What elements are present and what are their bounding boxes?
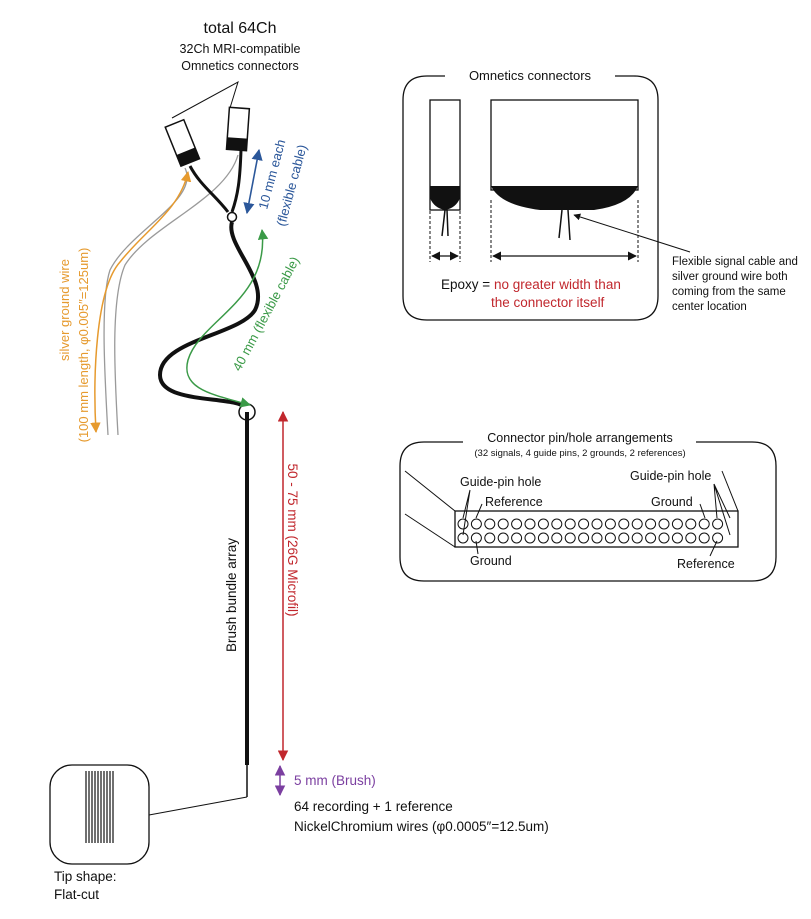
connector-right	[225, 106, 251, 152]
forty-mm-label: 40 mm (flexible cable)	[229, 254, 302, 373]
microfil-label: 50 - 75 mm (26G Microfil)	[285, 463, 300, 616]
tip-shape-inset	[49, 764, 150, 865]
header-subtitle-1: 32Ch MRI-compatible	[180, 42, 301, 56]
pin-holes	[457, 518, 724, 544]
flexible-cable-left	[188, 165, 230, 213]
omnetics-note-3: coming from the same	[672, 286, 786, 298]
pin-block-side-1	[404, 470, 456, 512]
ground-label-top-right: Ground	[651, 495, 693, 509]
pin-hole	[551, 518, 563, 530]
pin-hole	[618, 532, 630, 544]
silver-ground-arrow	[90, 170, 192, 434]
pin-hole	[671, 532, 683, 544]
pin-box-subtitle: (32 signals, 4 guide pins, 2 grounds, 2 …	[474, 448, 685, 459]
pin-hole	[511, 532, 523, 544]
pin-hole	[578, 532, 590, 544]
pin-box-frame	[399, 441, 777, 582]
pin-pointer-ground-right	[699, 503, 706, 519]
tip-label-2: Flat-cut	[54, 887, 99, 902]
pin-hole	[457, 518, 469, 530]
pin-hole	[497, 518, 509, 530]
pin-hole	[712, 518, 724, 530]
pin-hole	[578, 518, 590, 530]
tip-wires	[85, 771, 114, 843]
pin-pointers-right-guide	[713, 483, 731, 536]
omnetics-side-epoxy	[430, 186, 460, 210]
pin-hole	[470, 518, 482, 530]
omnetics-note-pointer	[573, 213, 691, 253]
omnetics-note-4: center location	[672, 301, 747, 313]
guide-pin-label-left: Guide-pin hole	[460, 475, 541, 489]
pin-hole	[551, 532, 563, 544]
pin-box-title: Connector pin/hole arrangements	[487, 431, 673, 445]
pin-hole	[618, 518, 630, 530]
pin-hole	[564, 532, 576, 544]
header-title: total 64Ch	[204, 20, 277, 37]
brush-array-label: Brush bundle array	[224, 538, 239, 652]
wires-label-2: NickelChromium wires (φ0.0005″=12.5um)	[294, 819, 549, 834]
ground-label-bottom: Ground	[470, 554, 512, 568]
pin-hole	[658, 532, 670, 544]
five-mm-label: 5 mm (Brush)	[294, 773, 376, 788]
omnetics-front-connector	[490, 99, 639, 191]
pin-hole	[524, 532, 536, 544]
pin-hole	[497, 532, 509, 544]
pin-pointers-left-guide	[462, 489, 471, 536]
omnetics-front-cables	[558, 209, 571, 241]
ten-mm-arrow	[243, 148, 263, 215]
pin-hole	[631, 532, 643, 544]
pin-hole	[698, 532, 710, 544]
pin-pointer-ground-bottom	[475, 540, 479, 555]
omnetics-box-title: Omnetics connectors	[469, 68, 592, 83]
connector-left	[164, 118, 201, 168]
pin-hole	[645, 518, 657, 530]
guide-pin-label-right: Guide-pin hole	[630, 469, 711, 483]
omnetics-box-frame	[402, 75, 659, 321]
pin-hole	[604, 532, 616, 544]
reference-label-bottom-right: Reference	[677, 557, 735, 571]
flexible-cable-main	[157, 221, 260, 410]
pin-pointer-reference-top	[475, 503, 483, 519]
flexible-cable-right	[230, 149, 243, 213]
pin-hole	[484, 518, 496, 530]
epoxy-red-line-2: the connector itself	[491, 295, 605, 310]
pin-hole	[591, 518, 603, 530]
pin-hole	[712, 532, 724, 544]
silver-wire-label-2: (100 mm length, φ0.005″=125um)	[76, 248, 91, 443]
pin-hole	[537, 518, 549, 530]
pin-hole	[631, 518, 643, 530]
pin-hole	[511, 518, 523, 530]
omnetics-side-cables	[441, 209, 449, 237]
pin-hole	[645, 532, 657, 544]
omnetics-front-epoxy	[491, 186, 638, 210]
reference-label-top: Reference	[485, 495, 543, 509]
pin-hole	[671, 518, 683, 530]
pin-block-side-3	[721, 470, 739, 512]
silver-wire-label-1: silver ground wire	[57, 259, 72, 361]
header-pointer-lines	[171, 80, 239, 119]
pin-hole	[685, 518, 697, 530]
pin-hole	[658, 518, 670, 530]
pin-hole	[524, 518, 536, 530]
junction-top	[226, 211, 238, 223]
tip-pointer-line	[148, 796, 248, 816]
pin-hole	[591, 532, 603, 544]
tip-label-1: Tip shape:	[54, 869, 117, 884]
forty-mm-arrow	[186, 228, 269, 408]
pin-pointer-reference-right	[709, 540, 718, 557]
header-subtitle-2: Omnetics connectors	[181, 59, 298, 73]
omnetics-note-1: Flexible signal cable and	[672, 256, 798, 268]
pin-hole	[604, 518, 616, 530]
pin-hole	[564, 518, 576, 530]
epoxy-red-line-1: no greater width than	[494, 277, 621, 292]
pin-hole	[484, 532, 496, 544]
pin-block-side-2	[404, 513, 456, 548]
wires-label-1: 64 recording + 1 reference	[294, 799, 453, 814]
pin-hole	[698, 518, 710, 530]
epoxy-prefix: Epoxy =	[441, 277, 490, 292]
omnetics-note-2: silver ground wire both	[672, 271, 788, 283]
pin-hole	[537, 532, 549, 544]
pin-hole	[685, 532, 697, 544]
